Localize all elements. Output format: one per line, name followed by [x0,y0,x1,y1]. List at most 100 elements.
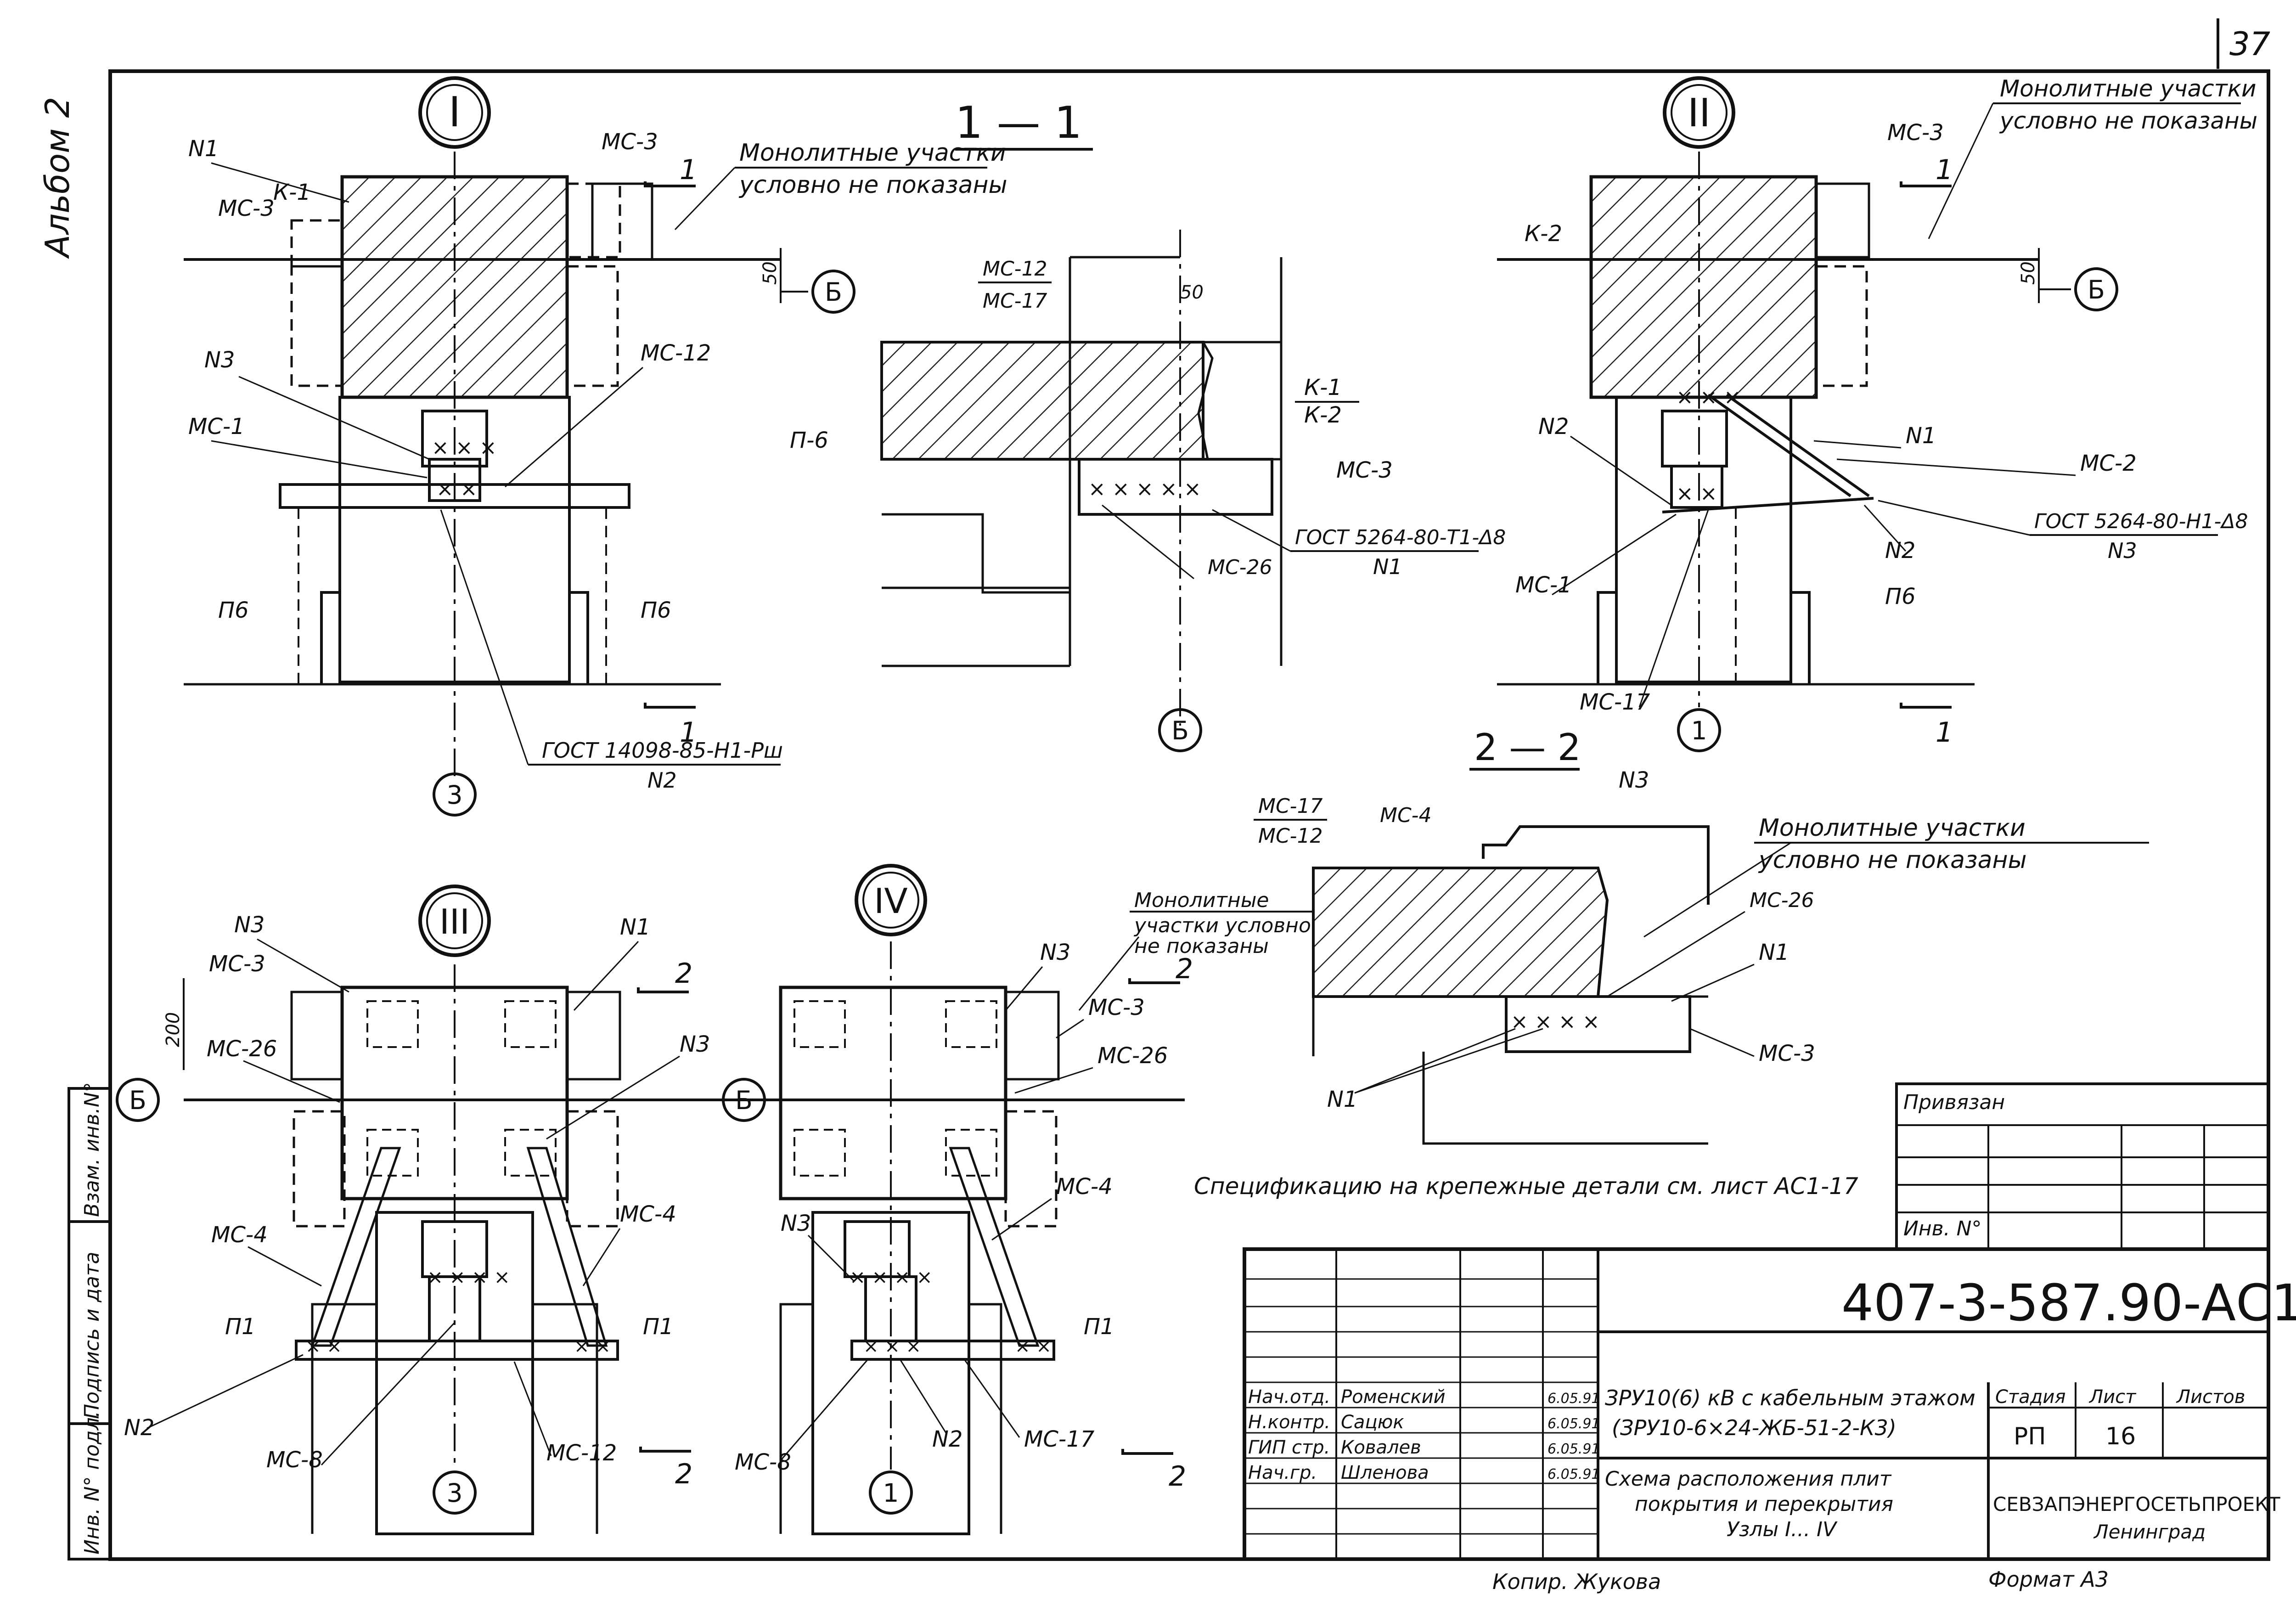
node-III-MC12: МС-12 [546,1440,617,1466]
drawing-frame [108,69,2270,1561]
section-1-1-MC26: МС-26 [1208,556,1272,579]
node-III-N2: N2 [124,1415,154,1441]
title-row-role: ГИП стр. [1248,1437,1330,1458]
node-III-N3-top: N3 [234,912,264,938]
svg-text:× × ×: × × × [432,435,497,460]
title-line1: ЗРУ10(6) кВ с кабельным этажом [1605,1386,1975,1410]
section-1-1-gost-N1: N1 [1373,554,1402,579]
node-II-axis-1 [1677,708,1721,752]
title-row-name: Ковалев [1341,1437,1421,1458]
node-II-P6: П6 [1885,584,1916,609]
title-sheets-header: Листов [2176,1386,2245,1408]
section-1-1-MC17: МС-17 [983,289,1047,313]
node-III-label: III [439,901,470,942]
svg-text:× ×: × × [436,477,478,501]
node-IV-note-3: не показаны [1134,935,1269,958]
title-desc1: Схема расположения плит [1605,1467,1892,1491]
left-stamp: Инв. N° подл. Подпись и дата Взам. инв.N… [68,1082,112,1561]
node-IV-note-2: участки условно [1133,914,1311,937]
node-IV-axis-b [722,1078,766,1122]
node-II-axis-1-label: 1 [1691,716,1707,745]
spec-note: Спецификацию на крепежные детали см. лис… [1194,1173,1858,1200]
node-I-gost-N2: N2 [647,768,677,793]
section-2-2-MC12: МС-12 [1258,824,1323,848]
section-1-1-MC12: МС-12 [983,257,1047,281]
svg-text:× ×: × × [305,1336,342,1357]
stamp-inv-podl: Инв. N° подл. [80,1411,104,1555]
node-II-axis-b-label: Б [2088,275,2105,304]
node-II-axis-b [2074,267,2118,311]
title-row-name: Сацюк [1341,1412,1404,1433]
title-org2: Ленинград [2093,1521,2206,1543]
node-IV-axis-1 [869,1470,913,1515]
node-IV-N3-top: N3 [1040,940,1070,965]
node-III-section-2-top: 2 [675,958,692,990]
node-III-MC8: МС-8 [266,1447,323,1473]
node-I-N1: N1 [188,136,219,162]
node-I: I × × × × × 1 1 50 Б [184,76,1007,817]
node-I-axis-b-label: Б [825,277,842,307]
node-IV-MC8: МС-8 [735,1449,791,1475]
node-I-label: I [449,88,461,136]
title-desc2: покрытия и перекрытия [1635,1493,1893,1516]
node-III-axis-3 [433,1470,477,1515]
title-org1: СЕВЗАПЭНЕРГОСЕТЬПРОЕКТ [1993,1493,2280,1515]
node-III-marker [418,885,491,957]
node-IV-axis-b-label: Б [735,1086,753,1115]
section-1-1-P6: П-6 [790,428,828,453]
section-2-2-note-2: условно не показаны [1758,846,2027,874]
node-II-MC2: МС-2 [2080,451,2137,476]
album-label: Альбом 2 [38,97,77,259]
svg-text:× × × ×: × × × × [1511,1009,1600,1034]
node-I-MC3-left: МС-3 [218,196,275,221]
title-code: 407-3-587.90-АС1 [1841,1273,2296,1332]
section-1-1: 1 — 1 × × × × × Б 50 МС-12 МС-17 П-6 К-1… [790,98,1506,752]
node-II-gost-N3: N3 [2108,538,2137,563]
svg-text:× ×: × × [1015,1336,1052,1357]
node-II-beam [1589,175,1818,399]
title-desc3: Узлы I... IV [1727,1518,1838,1541]
node-IV-MC17: МС-17 [1024,1426,1095,1452]
section-2-2-note-1: Монолитные участки [1759,814,2026,842]
svg-text:× × × × ×: × × × × × [1088,477,1201,501]
title-row-role: Нач.отд. [1248,1386,1330,1408]
node-III-axis-3-label: 3 [447,1478,463,1508]
svg-text:× × × ×: × × × × [427,1266,510,1288]
svg-text:× × × ×: × × × × [850,1266,933,1288]
svg-text:× × ×: × × × [863,1336,921,1357]
title-block: Привязан Инв. N° 407-3-587.90-АС1 Нач.от… [1243,1082,2296,1561]
title-row-date: 6.05.91 [1548,1416,1600,1432]
node-I-note-2: условно не показаны [738,171,1007,199]
title-privyazan: Привязан [1903,1091,2005,1114]
node-III-P1-right: П1 [643,1314,674,1340]
node-III-axis-b [116,1078,160,1122]
section-1-1-axis-b-label: Б [1171,716,1189,745]
section-2-2-N1-left: N1 [1327,1087,1357,1112]
section-2-2-MC3: МС-3 [1759,1041,1815,1066]
node-I-gost: ГОСТ 14098-85-Н1-Рш [542,738,783,763]
node-II-N1: N1 [1906,423,1936,449]
section-2-2: 2 — 2 × × × × МС-17 МС-12 МС-4 N3 МС-26 … [1194,726,2149,1200]
title-row-date: 6.05.91 [1548,1391,1600,1407]
node-I-P6-right: П6 [641,597,671,623]
section-1-1-K1: К-1 [1304,375,1342,400]
node-IV-N2: N2 [932,1426,962,1452]
section-1-1-title: 1 — 1 [955,98,1082,148]
node-IV-section-2-top: 2 [1176,953,1193,985]
node-IV: IV × × × × × × × × × 2 2 Б 1 N3 МС-3 МС-… [722,864,1313,1535]
node-I-MC12: МС-12 [641,340,711,366]
svg-text:× ×: × × [574,1336,611,1357]
node-II-N2-left: N2 [1538,414,1569,439]
title-row-date: 6.05.91 [1548,1466,1600,1482]
node-IV-label: IV [874,881,907,921]
node-III-section-2-bottom: 2 [675,1458,692,1490]
node-IV-MC3: МС-3 [1088,995,1145,1020]
node-IV-marker [855,864,927,936]
section-2-2-title: 2 — 2 [1474,726,1581,769]
node-II: II × × × × × 1 1 50 Б 1 МС-3 К-2 N2 N1 М… [1497,75,2257,752]
node-III-MC26: МС-26 [207,1036,277,1062]
node-II-MC3: МС-3 [1887,120,1944,146]
node-III-MC4-right: МС-4 [620,1201,676,1227]
node-IV-MC26: МС-26 [1097,1043,1168,1069]
node-II-MC1: МС-1 [1515,572,1572,598]
